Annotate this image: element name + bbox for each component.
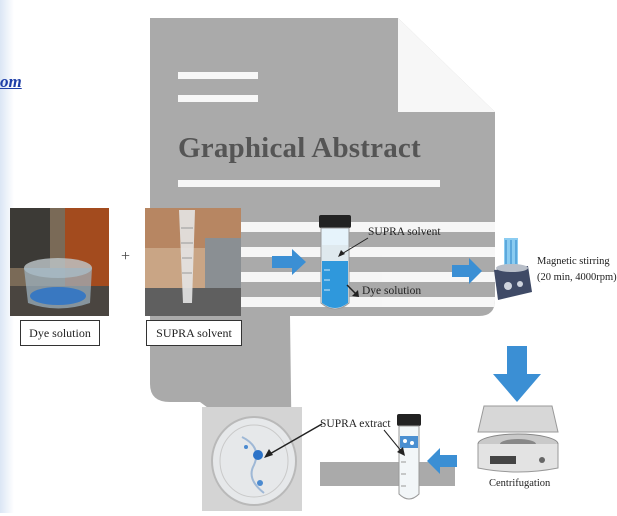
tube-bottom-label: Dye solution bbox=[362, 285, 422, 297]
pointer-arrow-icon bbox=[346, 284, 359, 297]
tube-top-label: SUPRA solvent bbox=[368, 226, 441, 238]
supra-solvent-label: SUPRA solvent bbox=[146, 320, 242, 346]
arrow-down-icon bbox=[493, 346, 541, 402]
stirring-label: Magnetic stirring bbox=[537, 256, 610, 267]
graphical-abstract-title: Graphical Abstract bbox=[178, 132, 421, 164]
magnetic-stirrer-icon bbox=[494, 238, 532, 300]
supra-solvent-photo bbox=[145, 208, 241, 316]
top-link-fragment[interactable]: om bbox=[0, 72, 22, 91]
arrow-left-icon bbox=[427, 448, 457, 474]
centrifugation-label: Centrifugation bbox=[489, 478, 551, 489]
pointer-arrow-icon bbox=[383, 429, 405, 456]
left-edge-tint bbox=[0, 0, 14, 513]
test-tube-icon bbox=[319, 215, 351, 310]
pointer-arrow-icon bbox=[264, 423, 323, 458]
extract-tube-icon bbox=[397, 414, 421, 500]
petri-dish-photo bbox=[202, 407, 302, 511]
pointer-arrow-icon bbox=[338, 237, 369, 257]
centrifuge-icon bbox=[477, 405, 559, 473]
stirring-params-label: (20 min, 4000rpm) bbox=[537, 272, 617, 283]
supra-extract-label: SUPRA extract bbox=[320, 418, 391, 430]
arrow-right-icon bbox=[272, 249, 306, 275]
plus-sign: + bbox=[121, 248, 131, 265]
dye-solution-photo bbox=[10, 208, 109, 316]
dye-solution-label: Dye solution bbox=[20, 320, 100, 346]
arrow-right-icon bbox=[452, 258, 482, 284]
